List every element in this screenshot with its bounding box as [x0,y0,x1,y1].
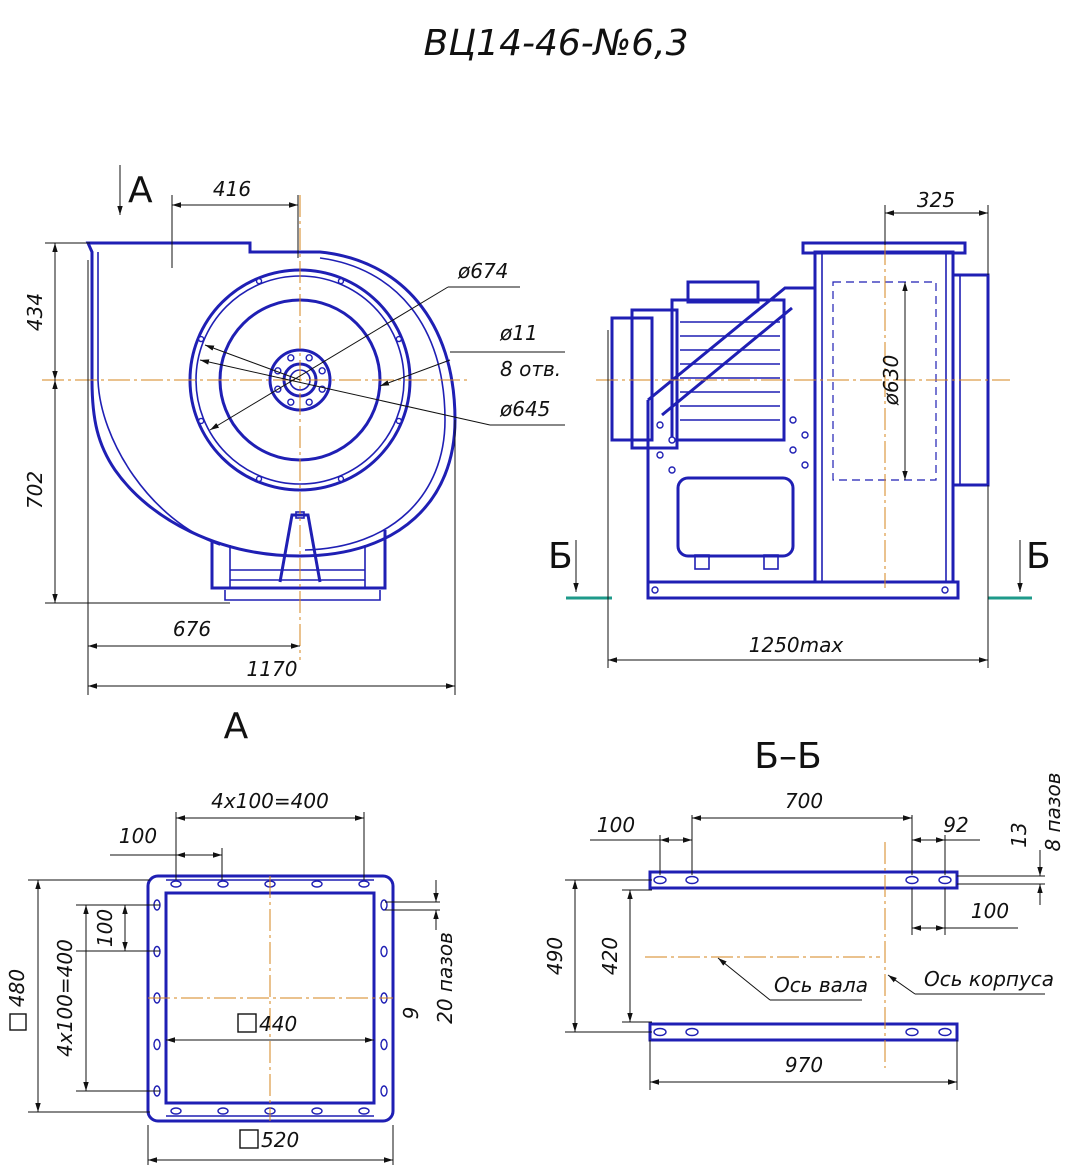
section-mark-left: Б [548,536,573,577]
dim-width-total: 1170 [247,657,298,681]
dim-section-slot-depth: 13 [1007,822,1031,847]
bolt [789,446,797,454]
section-bb: Б–Б 100 700 92 13 8 пазов 100 [543,736,1065,1090]
section-bb-title: Б–Б [754,736,821,777]
hub-hole [287,398,295,406]
rail-slot [938,875,952,885]
dim-inlet-dia: ø630 [879,355,903,406]
dim-dia-outer: ø674 [457,259,508,283]
flange-slot [380,945,388,958]
dim-flange-side-total: 4x100=400 [53,939,77,1057]
ring-hole [337,475,345,483]
bolt [656,421,664,429]
flange-slot [380,1038,388,1051]
dim-section-right-offset: 92 [943,813,968,837]
dim-hole-dia: ø11 [499,321,538,345]
flange-slot [311,880,323,888]
rail-slot [653,1027,667,1037]
dim-flange-pitch-total: 4x100=400 [211,789,329,813]
rail-slot [653,875,667,885]
ring-hole [395,417,403,425]
dim-length-max: 1250max [749,633,844,657]
bolt [668,466,676,474]
dim-holes-count: 8 отв. [500,357,561,381]
dim-flange-inner-square: 440 [259,1012,297,1036]
support-stand [278,513,322,583]
ring-hole [395,335,403,343]
dim-slot-width: 9 [399,1007,423,1020]
section-mark-right: Б [1026,536,1051,577]
front-view: A 416 434 70 [23,165,565,695]
hub-hole [305,354,313,362]
bolt [668,436,676,444]
bolt [941,586,949,594]
dim-flange-pitch: 100 [119,824,157,848]
dim-inlet-offset: 325 [917,188,955,212]
dim-dia-inner: ø645 [499,397,550,421]
ring-hole [337,277,345,285]
rail-slot [905,875,919,885]
rail-slot [685,875,699,885]
flange-slot [217,1107,229,1115]
dim-width-left: 676 [173,617,211,641]
dim-section-height-inner: 420 [598,937,622,975]
dim-section-left-offset: 100 [597,813,635,837]
flange-slot [358,880,370,888]
hub-hole [318,367,326,375]
drawing-title: ВЦ14-46-№6,3 [424,23,689,64]
base-frame [646,580,960,600]
hub-hole [305,398,313,406]
housing-outline [85,241,457,558]
dim-section-slots-count: 8 пазов [1041,772,1065,851]
flange-slot [311,1107,323,1115]
dim-flange-square-520: 520 [261,1128,299,1152]
view-a-title: A [224,706,249,747]
flange-slot [153,1038,161,1051]
side-view: Б Б 325 ø630 1250max [548,188,1051,668]
motor-support [646,286,817,582]
flange-slot [217,880,229,888]
dim-section-right-slot-pitch: 100 [971,899,1009,923]
bolt [789,416,797,424]
bolt [656,451,664,459]
flange-slot [170,1107,182,1115]
dim-height-top: 434 [23,293,47,331]
view-a-arrow-label: A [128,170,153,211]
bolt [801,431,809,439]
hub-hole [287,354,295,362]
dim-section-span: 700 [785,789,823,813]
bolt [651,586,659,594]
flange-slot [358,1107,370,1115]
rail-slot [685,1027,699,1037]
dim-flange-side-pitch: 100 [93,909,117,947]
label-shaft-axis: Ось вала [774,973,868,997]
flange-slot [380,1085,388,1097]
dim-section-height-outer: 490 [543,937,567,975]
ring-hole [255,475,263,483]
rail-slot [938,1027,952,1037]
dim-section-length: 970 [785,1053,823,1077]
dim-height-bottom: 702 [23,471,47,509]
dim-flange-outer-square: 480 [5,969,29,1007]
flange-slot [170,880,182,888]
dim-flange-slots-count: 20 пазов [433,932,457,1024]
label-body-axis: Ось корпуса [924,967,1054,991]
ring-hole [197,417,205,425]
view-a: A 4x100=400 100 100 4x100=400 480 440 [5,706,457,1165]
bolt [801,461,809,469]
rail-slot [905,1027,919,1037]
dim-outlet-offset: 416 [213,177,251,201]
ring-hole [255,277,263,285]
ring-hole [197,335,205,343]
